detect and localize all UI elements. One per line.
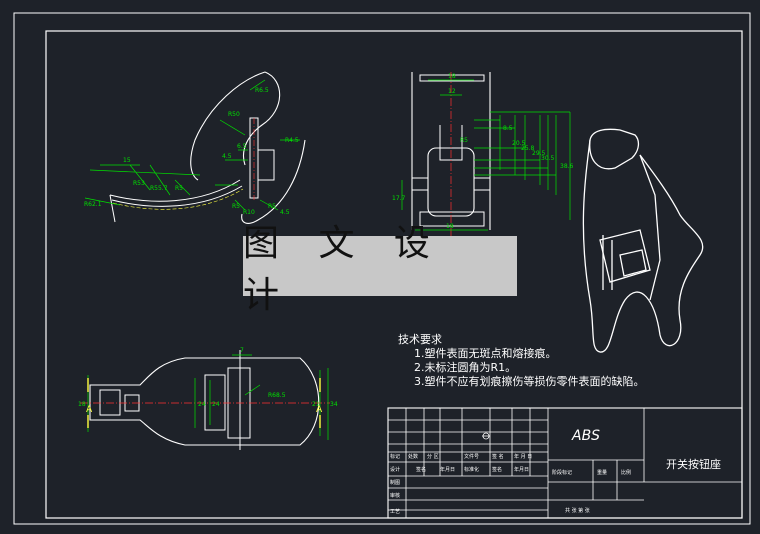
dim-34: 34 <box>330 401 338 408</box>
tb-part-name: 开关按钮座 <box>666 457 721 471</box>
dim-r5-side: R5 <box>460 137 468 144</box>
tech-title: 技术要求 <box>398 333 442 346</box>
tb-standard-date: 年月日 <box>514 466 529 473</box>
tb-file-no: 文件号 <box>464 453 479 460</box>
dim-25-8: 25.8 <box>521 145 535 152</box>
dim-r5-b: R5 <box>232 203 240 210</box>
dim-r68-5: R68.5 <box>268 392 286 399</box>
tb-date: 年 月 日 <box>514 453 532 460</box>
dim-r5-a: R5 <box>175 185 183 192</box>
dim-38-6: 38.6 <box>560 163 574 170</box>
technical-requirements: 技术要求 1.塑件表面无斑点和熔接痕。 2.未标注圆角为R1。 3.塑件不应有划… <box>398 333 645 389</box>
dim-r5-c: R5 <box>268 203 276 210</box>
dim-18-bottom-view: 18 <box>78 401 86 408</box>
dim-24-a: 24 <box>198 401 206 408</box>
dim-29-5: 29.5 <box>532 150 546 157</box>
dim-4-5-a: 4.5 <box>222 153 232 160</box>
tech-item-2: 2.未标注圆角为R1。 <box>414 361 517 374</box>
dim-r10: R10 <box>243 209 255 216</box>
tech-item-3: 3.塑件不应有划痕擦伤等损伤零件表面的缺陷。 <box>414 375 645 388</box>
watermark-banner: 图 文 设 计 <box>243 223 517 316</box>
dim-12: 12 <box>448 88 456 95</box>
tb-review: 审核 <box>390 492 400 499</box>
title-block <box>387 407 743 519</box>
bottom-view: 7 18 24 24 R68.5 34 21 A A <box>78 347 338 450</box>
tb-sign: 签 名 <box>492 453 504 460</box>
outer-frame <box>13 12 751 525</box>
side-view: 18 12 R5 8.5 20.5 25.8 29.5 30.5 38.6 17… <box>392 72 574 240</box>
dim-r50: R50 <box>228 111 240 118</box>
dim-6-5: 6.5 <box>237 143 247 150</box>
dim-15: 15 <box>123 157 131 164</box>
tb-stage: 阶段标记 <box>552 469 572 476</box>
tb-design-date: 年月日 <box>440 466 455 473</box>
section-mark-a-left: A <box>86 405 93 415</box>
tb-zone: 分 区 <box>427 453 439 460</box>
tb-standard-sign: 签名 <box>492 466 502 473</box>
section-mark-a-right: A <box>316 405 323 415</box>
tb-material: ABS <box>571 428 600 444</box>
dim-r62-1: R62.1 <box>84 201 102 208</box>
dim-8-5: 8.5 <box>503 125 513 132</box>
tb-design: 设计 <box>390 466 400 473</box>
tb-standard: 标准化 <box>464 466 479 473</box>
dim-30-5: 30.5 <box>541 155 555 162</box>
dim-r4-5: R4.5 <box>285 137 299 144</box>
tb-design-sign: 签名 <box>416 466 426 473</box>
dim-18-top: 18 <box>448 73 456 80</box>
tb-sheet: 共 张 第 张 <box>565 507 590 514</box>
title-block-text: 标记 处数 分 区 文件号 签 名 年 月 日 设计 签名 年月日 标准化 签名… <box>390 428 721 515</box>
tb-count: 处数 <box>408 453 418 460</box>
tb-mark: 标记 <box>390 453 400 460</box>
dim-r53: R53 <box>133 180 145 187</box>
dim-24-b: 24 <box>212 401 220 408</box>
dim-21: 21 <box>312 401 320 408</box>
isometric-view <box>582 128 704 353</box>
front-view: R6.5 R50 R4.5 6.5 4.5 15 R53 R55.7 R5 R6… <box>84 71 306 224</box>
tb-scale: 比例 <box>621 469 631 476</box>
dim-20-5: 20.5 <box>512 140 526 147</box>
tb-drawing: 制图 <box>390 479 400 486</box>
dim-18-bottom: 18 <box>446 223 454 230</box>
dim-4-5-b: 4.5 <box>280 209 290 216</box>
tech-item-1: 1.塑件表面无斑点和熔接痕。 <box>414 347 557 360</box>
dim-7: 7 <box>240 347 244 354</box>
dim-r6-5: R6.5 <box>255 87 269 94</box>
tb-process: 工艺 <box>390 509 400 515</box>
dim-17-7: 17.7 <box>392 195 406 202</box>
dim-r55-7: R55.7 <box>150 185 168 192</box>
tb-weight: 重量 <box>597 469 607 476</box>
